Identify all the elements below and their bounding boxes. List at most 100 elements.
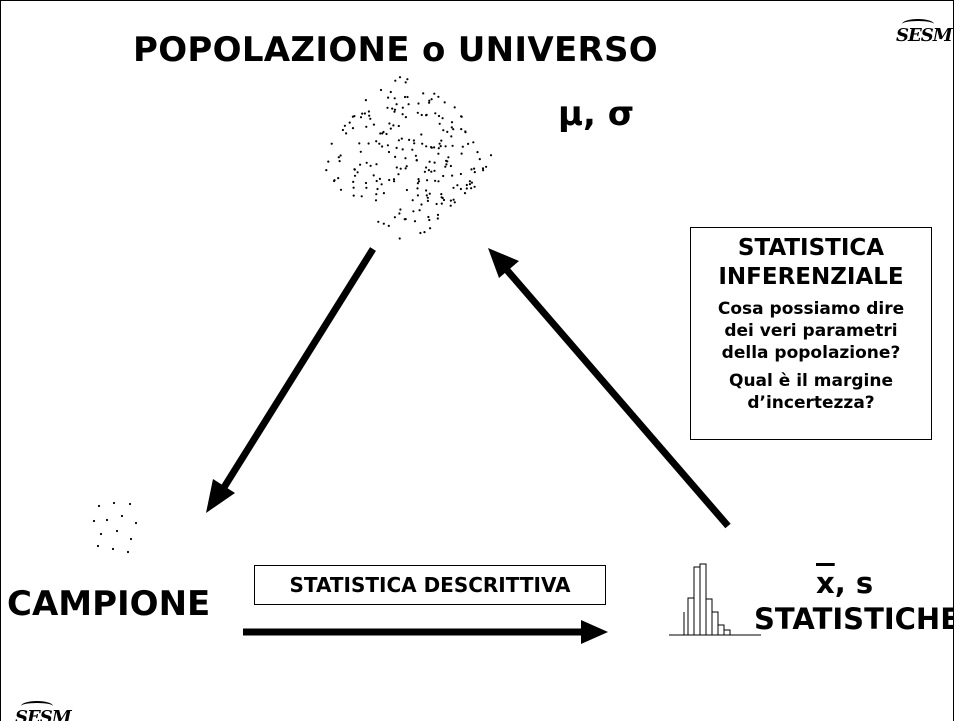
arrow-sample-to-statistics [243, 620, 608, 644]
population-dot [401, 148, 404, 151]
population-dot [433, 146, 436, 149]
sample-dot [129, 537, 133, 541]
sample-dot [126, 550, 130, 554]
population-dot [385, 132, 388, 136]
population-dot [470, 181, 473, 184]
sample-sd-symbol: , s [834, 566, 874, 600]
population-dot [345, 132, 348, 135]
population-dot [473, 167, 476, 170]
population-dot [356, 171, 359, 174]
population-dot [442, 174, 445, 178]
population-dot [393, 216, 396, 219]
population-dot [408, 138, 411, 141]
inferential-statistics-box: STATISTICA INFERENZIALE Cosa possiamo di… [690, 227, 932, 440]
sample-dot [99, 532, 103, 536]
population-dot [369, 164, 372, 167]
population-dot [399, 208, 402, 211]
population-dot [368, 114, 371, 117]
population-dot [398, 76, 402, 79]
population-dot [404, 81, 407, 84]
population-dot [485, 165, 488, 168]
population-dot [393, 108, 397, 111]
population-dot [428, 101, 431, 104]
population-dot [404, 116, 407, 119]
population-dot [381, 132, 384, 135]
population-dot [473, 185, 476, 188]
population-dot [393, 180, 396, 183]
population-dot [433, 169, 436, 172]
population-dot [437, 152, 440, 155]
population-dot [327, 160, 330, 163]
population-dot [411, 148, 414, 151]
population-dot [463, 192, 467, 195]
logo-arc [21, 701, 53, 711]
population-dot [425, 166, 428, 169]
population-dot [433, 161, 436, 164]
population-dot [388, 178, 391, 182]
population-dot [365, 186, 368, 189]
population-dot [476, 151, 479, 154]
population-dot [405, 165, 408, 168]
population-dot [358, 142, 361, 145]
population-dot [445, 163, 448, 166]
population-dot [440, 193, 443, 196]
population-dot [425, 189, 428, 192]
sample-dot [96, 544, 100, 548]
population-dot [398, 237, 401, 240]
population-dot [456, 184, 459, 187]
population-dot [430, 170, 433, 173]
population-dot [386, 106, 389, 109]
population-dot [365, 161, 368, 164]
population-dot [425, 113, 428, 116]
population-dot [420, 133, 423, 136]
arrow-population-to-sample [206, 247, 376, 513]
population-dot [446, 130, 449, 133]
population-dot [436, 217, 439, 220]
sample-statistics-symbols: x, s [816, 569, 873, 598]
population-dot [430, 98, 433, 101]
population-dot [412, 210, 415, 213]
inferential-question-2: Qual è il margine d’incertezza? [691, 370, 931, 414]
population-dot [393, 110, 396, 113]
population-dot [429, 227, 432, 230]
population-dot [470, 168, 473, 171]
logo-text: SESM [15, 707, 72, 721]
population-dot [450, 135, 453, 138]
sample-dot [120, 514, 124, 518]
population-dot [443, 101, 446, 104]
sample-dot [105, 518, 109, 522]
population-dot [442, 198, 446, 202]
population-dot [382, 222, 385, 225]
population-dot [438, 142, 441, 145]
population-dot [416, 194, 419, 197]
inferential-question-1: Cosa possiamo dire dei veri parametri de… [691, 298, 931, 364]
population-dot [392, 124, 395, 127]
population-dot [450, 126, 453, 129]
population-dot [400, 137, 403, 140]
population-dot [481, 167, 485, 170]
population-dot [398, 212, 401, 215]
population-dot [482, 169, 485, 172]
population-dot [417, 102, 420, 105]
population-dot [369, 117, 372, 120]
sample-label: CAMPIONE [7, 584, 211, 624]
sample-dot [111, 547, 115, 551]
population-dot [450, 121, 454, 124]
population-dot [341, 128, 344, 132]
population-dot [348, 121, 351, 124]
population-dot [433, 92, 436, 95]
logo-arc [902, 19, 934, 29]
arrow-statistics-to-population [488, 248, 731, 529]
inferential-heading-line2: INFERENZIALE [718, 264, 904, 290]
population-dot [367, 142, 370, 145]
population-dot [379, 88, 383, 92]
population-dot [395, 166, 398, 169]
population-dot [399, 167, 402, 170]
population-dot [428, 160, 431, 163]
population-dot [428, 192, 431, 195]
population-dot [372, 123, 375, 126]
population-dot [459, 187, 462, 191]
population-dot [394, 79, 397, 82]
population-dot [421, 142, 424, 145]
